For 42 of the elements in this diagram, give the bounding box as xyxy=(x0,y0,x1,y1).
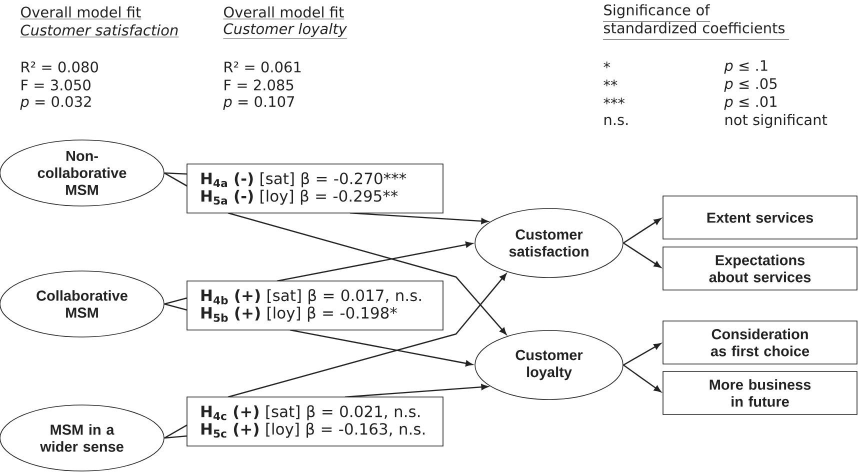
hypothesis-box: H$_{4c}$ (+) [sat] β = 0.021, n.s. H$_{5c}$ (+) [loy] β = -0.163, n.s. xyxy=(186,396,444,446)
significance-key: p ≤ .01 xyxy=(724,96,776,110)
indicator-box: Expectations about services xyxy=(662,246,858,290)
hypothesis-box: H$_{4a}$ (-) [sat] β = -0.270*** H$_{5a}$ (-) [loy] β = -0.295** xyxy=(186,164,444,214)
fit-statistic: R² = 0.061 xyxy=(224,62,301,72)
connector-line xyxy=(164,172,188,175)
column-heading: Customer loyalty xyxy=(223,22,348,39)
indicator-box: Extent services xyxy=(662,196,858,240)
arrow xyxy=(276,242,473,282)
column-heading: Overall model fit xyxy=(20,6,142,20)
arrow xyxy=(623,242,662,268)
fit-statistic: F = 3.050 xyxy=(22,80,90,90)
fit-statistic: p = 0.107 xyxy=(223,96,294,110)
arrow xyxy=(228,212,507,335)
column-heading: Significance of standardized coefficients xyxy=(602,4,790,40)
arrow xyxy=(623,218,662,244)
connector-line xyxy=(164,435,188,439)
connector-line xyxy=(164,172,188,187)
fit-statistic: p = 0.032 xyxy=(20,96,91,110)
connector-line xyxy=(164,303,188,311)
column-heading: Overall model fit xyxy=(223,6,344,20)
indicator-box: More business in future xyxy=(662,371,858,415)
connector-line xyxy=(164,297,188,305)
arrow xyxy=(228,273,507,398)
arrow xyxy=(350,212,488,224)
significance-key: ** xyxy=(604,80,618,86)
hypothesis-box: H$_{4b}$ (+) [sat] β = 0.017, n.s. H$_{5b}$ (+) [loy] β = -0.198* xyxy=(186,280,444,330)
significance-key: p ≤ .05 xyxy=(724,78,777,92)
fit-statistic: R² = 0.080 xyxy=(22,62,98,72)
significance-key: p ≤ .1 xyxy=(724,60,768,74)
indicator-box: Consideration as first choice xyxy=(662,320,858,364)
arrow xyxy=(344,384,488,398)
connector-line xyxy=(164,424,188,439)
arrow xyxy=(623,364,662,392)
significance-key: n.s. xyxy=(604,116,628,126)
significance-key: *** xyxy=(604,98,625,104)
arrow xyxy=(290,329,473,366)
significance-key: not significant xyxy=(726,114,828,128)
column-heading: Customer satisfaction xyxy=(20,24,179,38)
arrow xyxy=(623,343,662,366)
fit-statistic: F = 2.085 xyxy=(224,80,294,90)
significance-key: * xyxy=(604,62,610,68)
